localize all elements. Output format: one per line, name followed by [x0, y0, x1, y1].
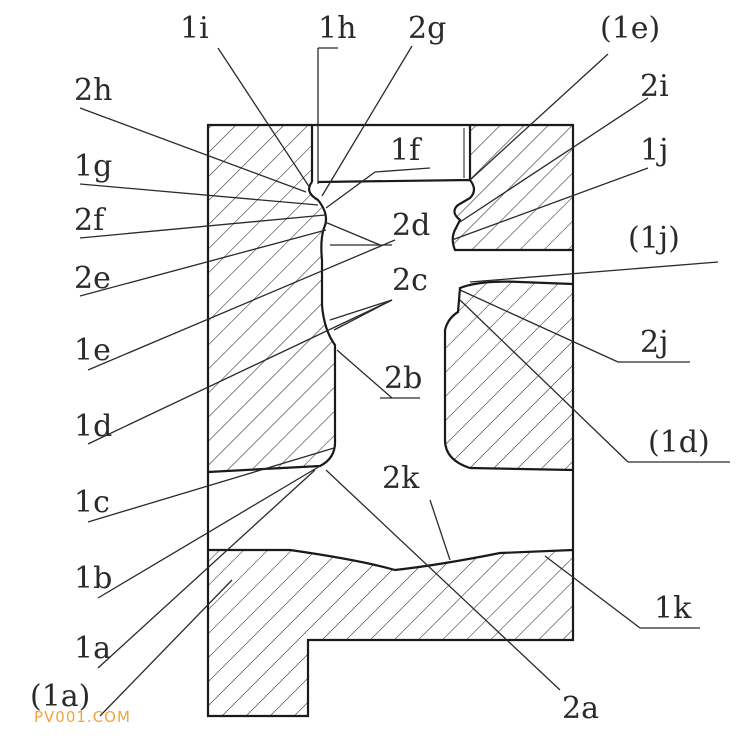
leader-2d — [324, 221, 381, 246]
leader-2g — [321, 45, 413, 197]
left-upper-block-section — [208, 125, 336, 472]
leader-2b — [336, 349, 393, 399]
leader-1j-paren — [469, 261, 719, 283]
top-port-outline — [310, 125, 472, 182]
label-1f: 1f — [390, 133, 422, 168]
leader-2h — [79, 107, 307, 193]
right-middle-block-section — [445, 281, 573, 470]
label-1e: 1e — [74, 333, 111, 368]
watermark-text: PV001.COM — [34, 708, 131, 726]
label-2i: 2i — [640, 69, 669, 104]
label-1c: 1c — [74, 485, 110, 520]
leader-2c — [329, 299, 393, 321]
leader-1e-paren — [469, 53, 609, 181]
outer-frame-outline — [206, 123, 575, 718]
left-cavity-wall — [207, 260, 337, 474]
part-labels: 1i 1h 2g (1e) 2h 2i 1f 1j 1g 2f 2d (1j) … — [30, 11, 710, 726]
leader-1f-b — [325, 171, 376, 209]
label-1e-paren-top: (1e) — [600, 11, 660, 46]
leader-1d-paren — [459, 299, 629, 463]
leader-1g — [79, 183, 319, 206]
label-2b: 2b — [384, 361, 422, 396]
leader-2k — [429, 499, 451, 561]
label-1d: 1d — [74, 409, 112, 444]
leader-2f — [79, 214, 326, 239]
leader-1f — [374, 167, 431, 173]
right-cavity-wall — [443, 280, 574, 472]
label-1b: 1b — [74, 561, 112, 596]
neck-groove-outline — [308, 181, 328, 261]
leader-1i — [217, 47, 311, 189]
leader-2i — [459, 97, 649, 223]
label-1k: 1k — [654, 591, 692, 626]
label-2d: 2d — [392, 208, 430, 243]
bottom-block-section — [208, 550, 573, 716]
label-1a-paren: (1a) — [30, 679, 90, 714]
label-2g: 2g — [408, 11, 446, 46]
label-2h: 2h — [74, 73, 112, 108]
label-2j: 2j — [640, 325, 668, 360]
leader-1b — [97, 465, 321, 599]
label-2f: 2f — [74, 203, 106, 238]
leader-1d — [87, 299, 393, 445]
label-2e: 2e — [74, 261, 111, 296]
leader-1c — [87, 447, 335, 523]
label-1j-paren: (1j) — [628, 221, 680, 256]
leader-1e — [87, 239, 396, 371]
label-1h: 1h — [318, 11, 356, 46]
label-1g: 1g — [74, 149, 112, 184]
hatched-sections — [208, 125, 573, 716]
leader-2j — [459, 289, 619, 363]
leader-1a — [97, 469, 316, 669]
label-2k: 2k — [382, 461, 420, 496]
leader-lines — [79, 45, 730, 717]
label-1i: 1i — [180, 11, 209, 46]
label-2a: 2a — [562, 691, 599, 726]
label-1j: 1j — [640, 133, 668, 168]
leader-2a — [325, 469, 561, 691]
leader-2e — [79, 229, 327, 297]
label-1d-paren: (1d) — [648, 425, 710, 460]
label-2c: 2c — [392, 263, 428, 298]
bottom-passage-line — [208, 548, 574, 572]
leader-1j — [451, 167, 649, 241]
leader-1a-paren — [99, 579, 233, 717]
label-1a: 1a — [74, 631, 111, 666]
leader-1k — [544, 555, 641, 629]
